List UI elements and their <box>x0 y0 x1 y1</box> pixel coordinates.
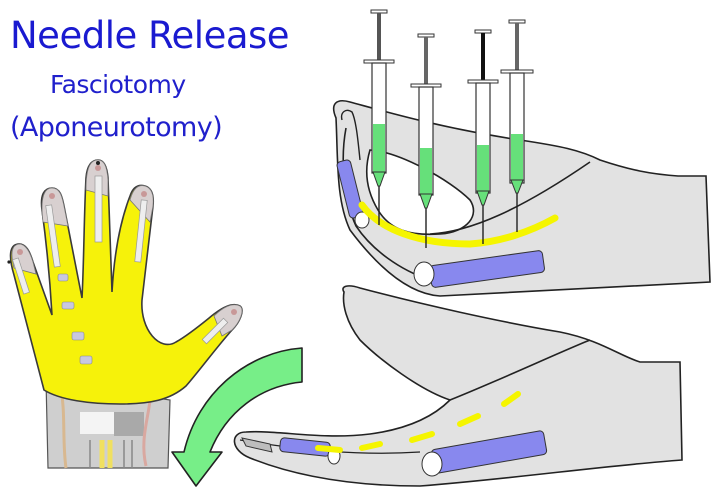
hand-side-released <box>233 285 683 487</box>
syringe-2 <box>410 33 442 248</box>
syringe-1 <box>363 9 395 225</box>
title-needle-release: Needle Release <box>10 14 290 57</box>
syringe-3 <box>467 29 499 244</box>
syringe-4 <box>500 19 534 232</box>
released-fascia-dashes <box>315 391 521 453</box>
released-finger-view <box>233 285 683 487</box>
curved-arrow-down-icon <box>171 347 303 487</box>
syringes <box>363 9 534 248</box>
title-block: Needle Release Fasciotomy (Aponeurotomy) <box>0 0 340 160</box>
fascia-cord <box>358 201 559 248</box>
subtitle-fasciotomy: Fasciotomy <box>50 70 186 99</box>
subtitle-aponeurotomy: (Aponeurotomy) <box>10 112 223 143</box>
palm-view-hand <box>7 159 243 469</box>
